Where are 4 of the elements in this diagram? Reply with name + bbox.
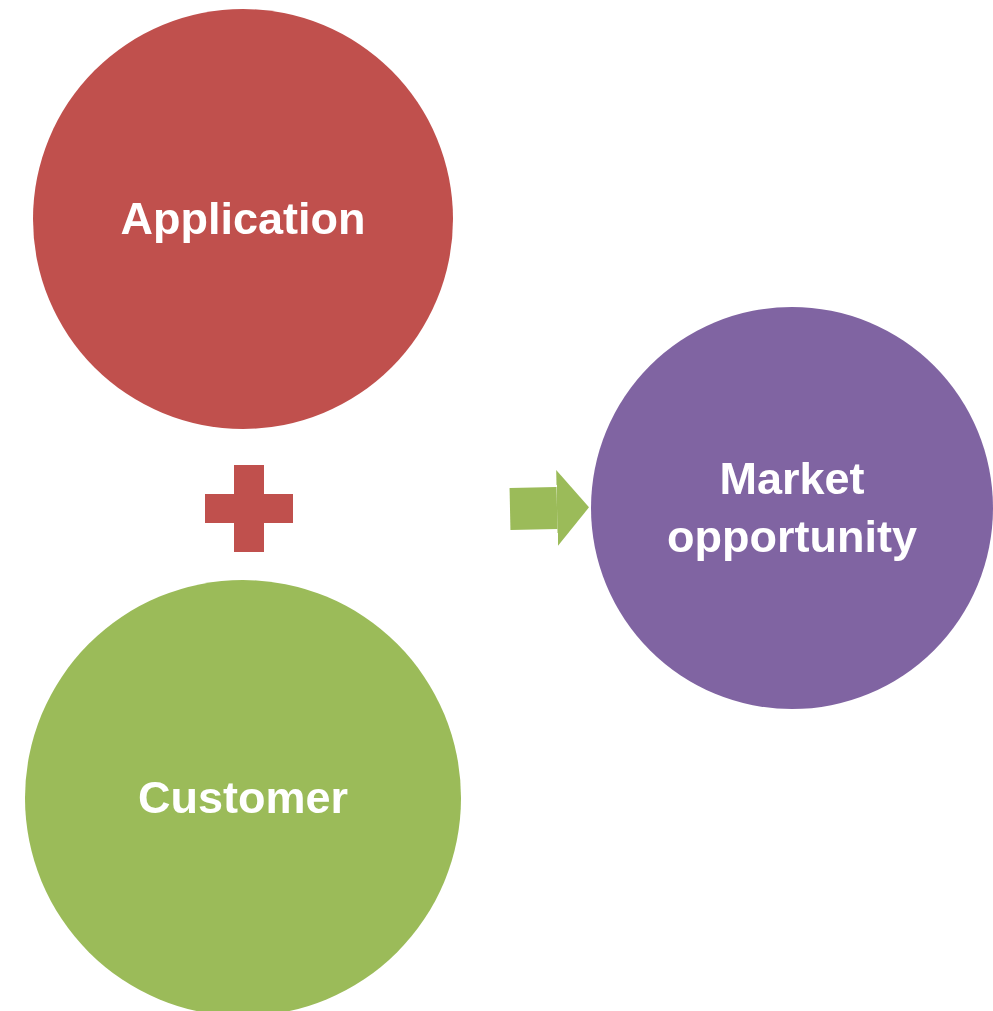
node-label: Market opportunity — [666, 451, 918, 564]
node-label: Customer — [136, 770, 349, 825]
node-label: Application — [119, 191, 367, 246]
block-arrow — [509, 470, 589, 546]
